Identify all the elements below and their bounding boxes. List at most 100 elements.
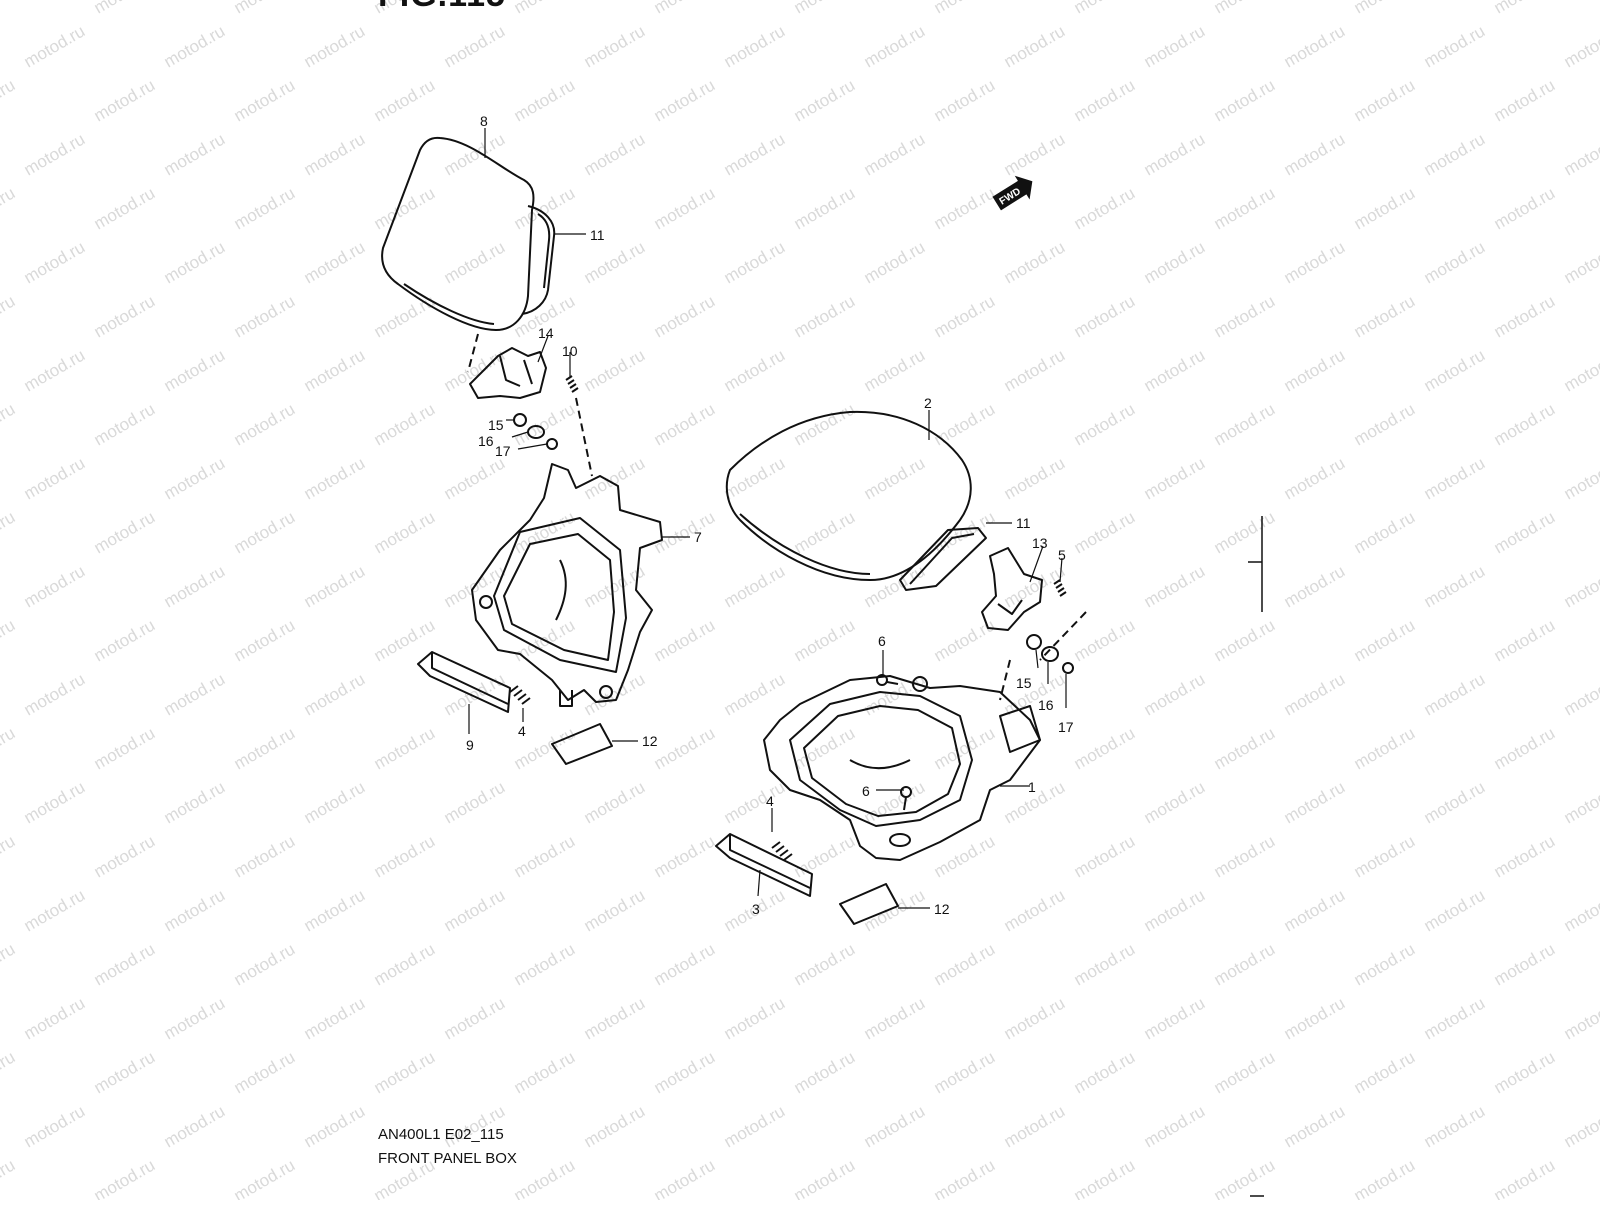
watermark-text: motod.ru: [371, 399, 439, 449]
part-5-spring-lower: [1053, 579, 1067, 597]
watermark-text: motod.ru: [861, 453, 929, 503]
watermark-text: motod.ru: [1421, 777, 1489, 827]
watermark-text: motod.ru: [441, 129, 509, 179]
watermark-text: motod.ru: [91, 939, 159, 989]
watermark-text: motod.ru: [1351, 1155, 1419, 1200]
watermark-text: motod.ru: [1561, 237, 1600, 287]
watermark-text: motod.ru: [651, 1047, 719, 1097]
watermark-text: motod.ru: [1211, 291, 1279, 341]
watermark-text: motod.ru: [371, 507, 439, 557]
watermark-text: motod.ru: [91, 399, 159, 449]
watermark-text: motod.ru: [0, 939, 18, 989]
watermark-text: motod.ru: [1211, 399, 1279, 449]
watermark-text: motod.ru: [1071, 615, 1139, 665]
part-4-spring-lower: [771, 841, 793, 861]
callout-14: 14: [538, 325, 554, 341]
watermark-text: motod.ru: [1141, 561, 1209, 611]
watermark-text: motod.ru: [1001, 453, 1069, 503]
watermark-text: motod.ru: [21, 1101, 89, 1151]
watermark-text: motod.ru: [931, 615, 999, 665]
watermark-text: motod.ru: [511, 831, 579, 881]
part-16-washer-lower: [1041, 646, 1059, 662]
watermark-text: motod.ru: [1211, 831, 1279, 881]
watermark-text: motod.ru: [651, 615, 719, 665]
watermark-text: motod.ru: [1491, 507, 1559, 557]
watermark-text: motod.ru: [791, 939, 859, 989]
part-6-screw-lower: [900, 786, 912, 811]
watermark-text: motod.ru: [1491, 0, 1559, 17]
part-14-hinge-upper: [469, 347, 547, 399]
callout-16: 16: [478, 433, 494, 449]
watermark-text: motod.ru: [1211, 507, 1279, 557]
watermark-text: motod.ru: [371, 723, 439, 773]
watermark-text: motod.ru: [21, 777, 89, 827]
watermark-text: motod.ru: [651, 399, 719, 449]
watermark-text: motod.ru: [721, 669, 789, 719]
watermark-text: motod.ru: [231, 183, 299, 233]
watermark-text: motod.ru: [931, 75, 999, 125]
watermark-text: motod.ru: [511, 183, 579, 233]
watermark-text: motod.ru: [931, 1047, 999, 1097]
callout-5: 5: [1058, 547, 1066, 563]
watermark-text: motod.ru: [21, 21, 89, 71]
watermark-text: motod.ru: [791, 1047, 859, 1097]
watermark-text: motod.ru: [721, 129, 789, 179]
watermark-text: motod.ru: [161, 885, 229, 935]
watermark-text: motod.ru: [0, 723, 18, 773]
watermark-text: motod.ru: [581, 345, 649, 395]
watermark-text: motod.ru: [1351, 615, 1419, 665]
watermark-text: motod.ru: [651, 75, 719, 125]
watermark-text: motod.ru: [931, 183, 999, 233]
watermark-text: motod.ru: [1421, 345, 1489, 395]
watermark-text: motod.ru: [0, 0, 18, 17]
watermark-text: motod.ru: [791, 75, 859, 125]
watermark-text: motod.ru: [1281, 345, 1349, 395]
watermark-text: motod.ru: [721, 993, 789, 1043]
watermark-text: motod.ru: [1281, 885, 1349, 935]
watermark-text: motod.ru: [91, 183, 159, 233]
watermark-text: motod.ru: [231, 399, 299, 449]
part-17-nut-upper: [546, 438, 558, 450]
watermark-text: motod.ru: [1351, 399, 1419, 449]
watermark-text: motod.ru: [441, 237, 509, 287]
watermark-text: motod.ru: [791, 507, 859, 557]
watermark-text: motod.ru: [1141, 885, 1209, 935]
watermark-text: motod.ru: [581, 885, 649, 935]
watermark-text: motod.ru: [511, 1155, 579, 1200]
watermark-text: motod.ru: [1071, 1047, 1139, 1097]
watermark-text: motod.ru: [931, 291, 999, 341]
watermark-text: motod.ru: [931, 831, 999, 881]
watermark-text: motod.ru: [371, 75, 439, 125]
watermark-text: motod.ru: [441, 885, 509, 935]
watermark-text: motod.ru: [721, 453, 789, 503]
watermark-text: motod.ru: [581, 777, 649, 827]
watermark-text: motod.ru: [1001, 237, 1069, 287]
watermark-text: motod.ru: [91, 507, 159, 557]
watermark-text: motod.ru: [301, 237, 369, 287]
watermark-text: motod.ru: [1351, 1047, 1419, 1097]
watermark-text: motod.ru: [651, 0, 719, 17]
watermark-text: motod.ru: [1561, 1101, 1600, 1151]
watermark-text: motod.ru: [161, 561, 229, 611]
watermark-text: motod.ru: [1071, 831, 1139, 881]
watermark-text: motod.ru: [651, 291, 719, 341]
watermark-text: motod.ru: [231, 1047, 299, 1097]
watermark-text: motod.ru: [21, 129, 89, 179]
watermark-text: motod.ru: [371, 831, 439, 881]
part-13-hinge-lower: [981, 547, 1043, 631]
watermark-text: motod.ru: [91, 1155, 159, 1200]
watermark-text: motod.ru: [1281, 453, 1349, 503]
watermark-text: motod.ru: [301, 453, 369, 503]
callout-3: 3: [752, 901, 760, 917]
watermark-text: motod.ru: [1421, 993, 1489, 1043]
watermark-text: motod.ru: [161, 669, 229, 719]
part-2-lid-lower: [725, 410, 972, 581]
watermark-text: motod.ru: [1351, 723, 1419, 773]
watermark-text: motod.ru: [1071, 399, 1139, 449]
watermark-text: motod.ru: [1491, 1047, 1559, 1097]
watermark-text: motod.ru: [1281, 561, 1349, 611]
watermark-text: motod.ru: [1351, 0, 1419, 17]
watermark-text: motod.ru: [161, 453, 229, 503]
watermark-text: motod.ru: [231, 0, 299, 17]
watermark-text: motod.ru: [231, 1155, 299, 1200]
